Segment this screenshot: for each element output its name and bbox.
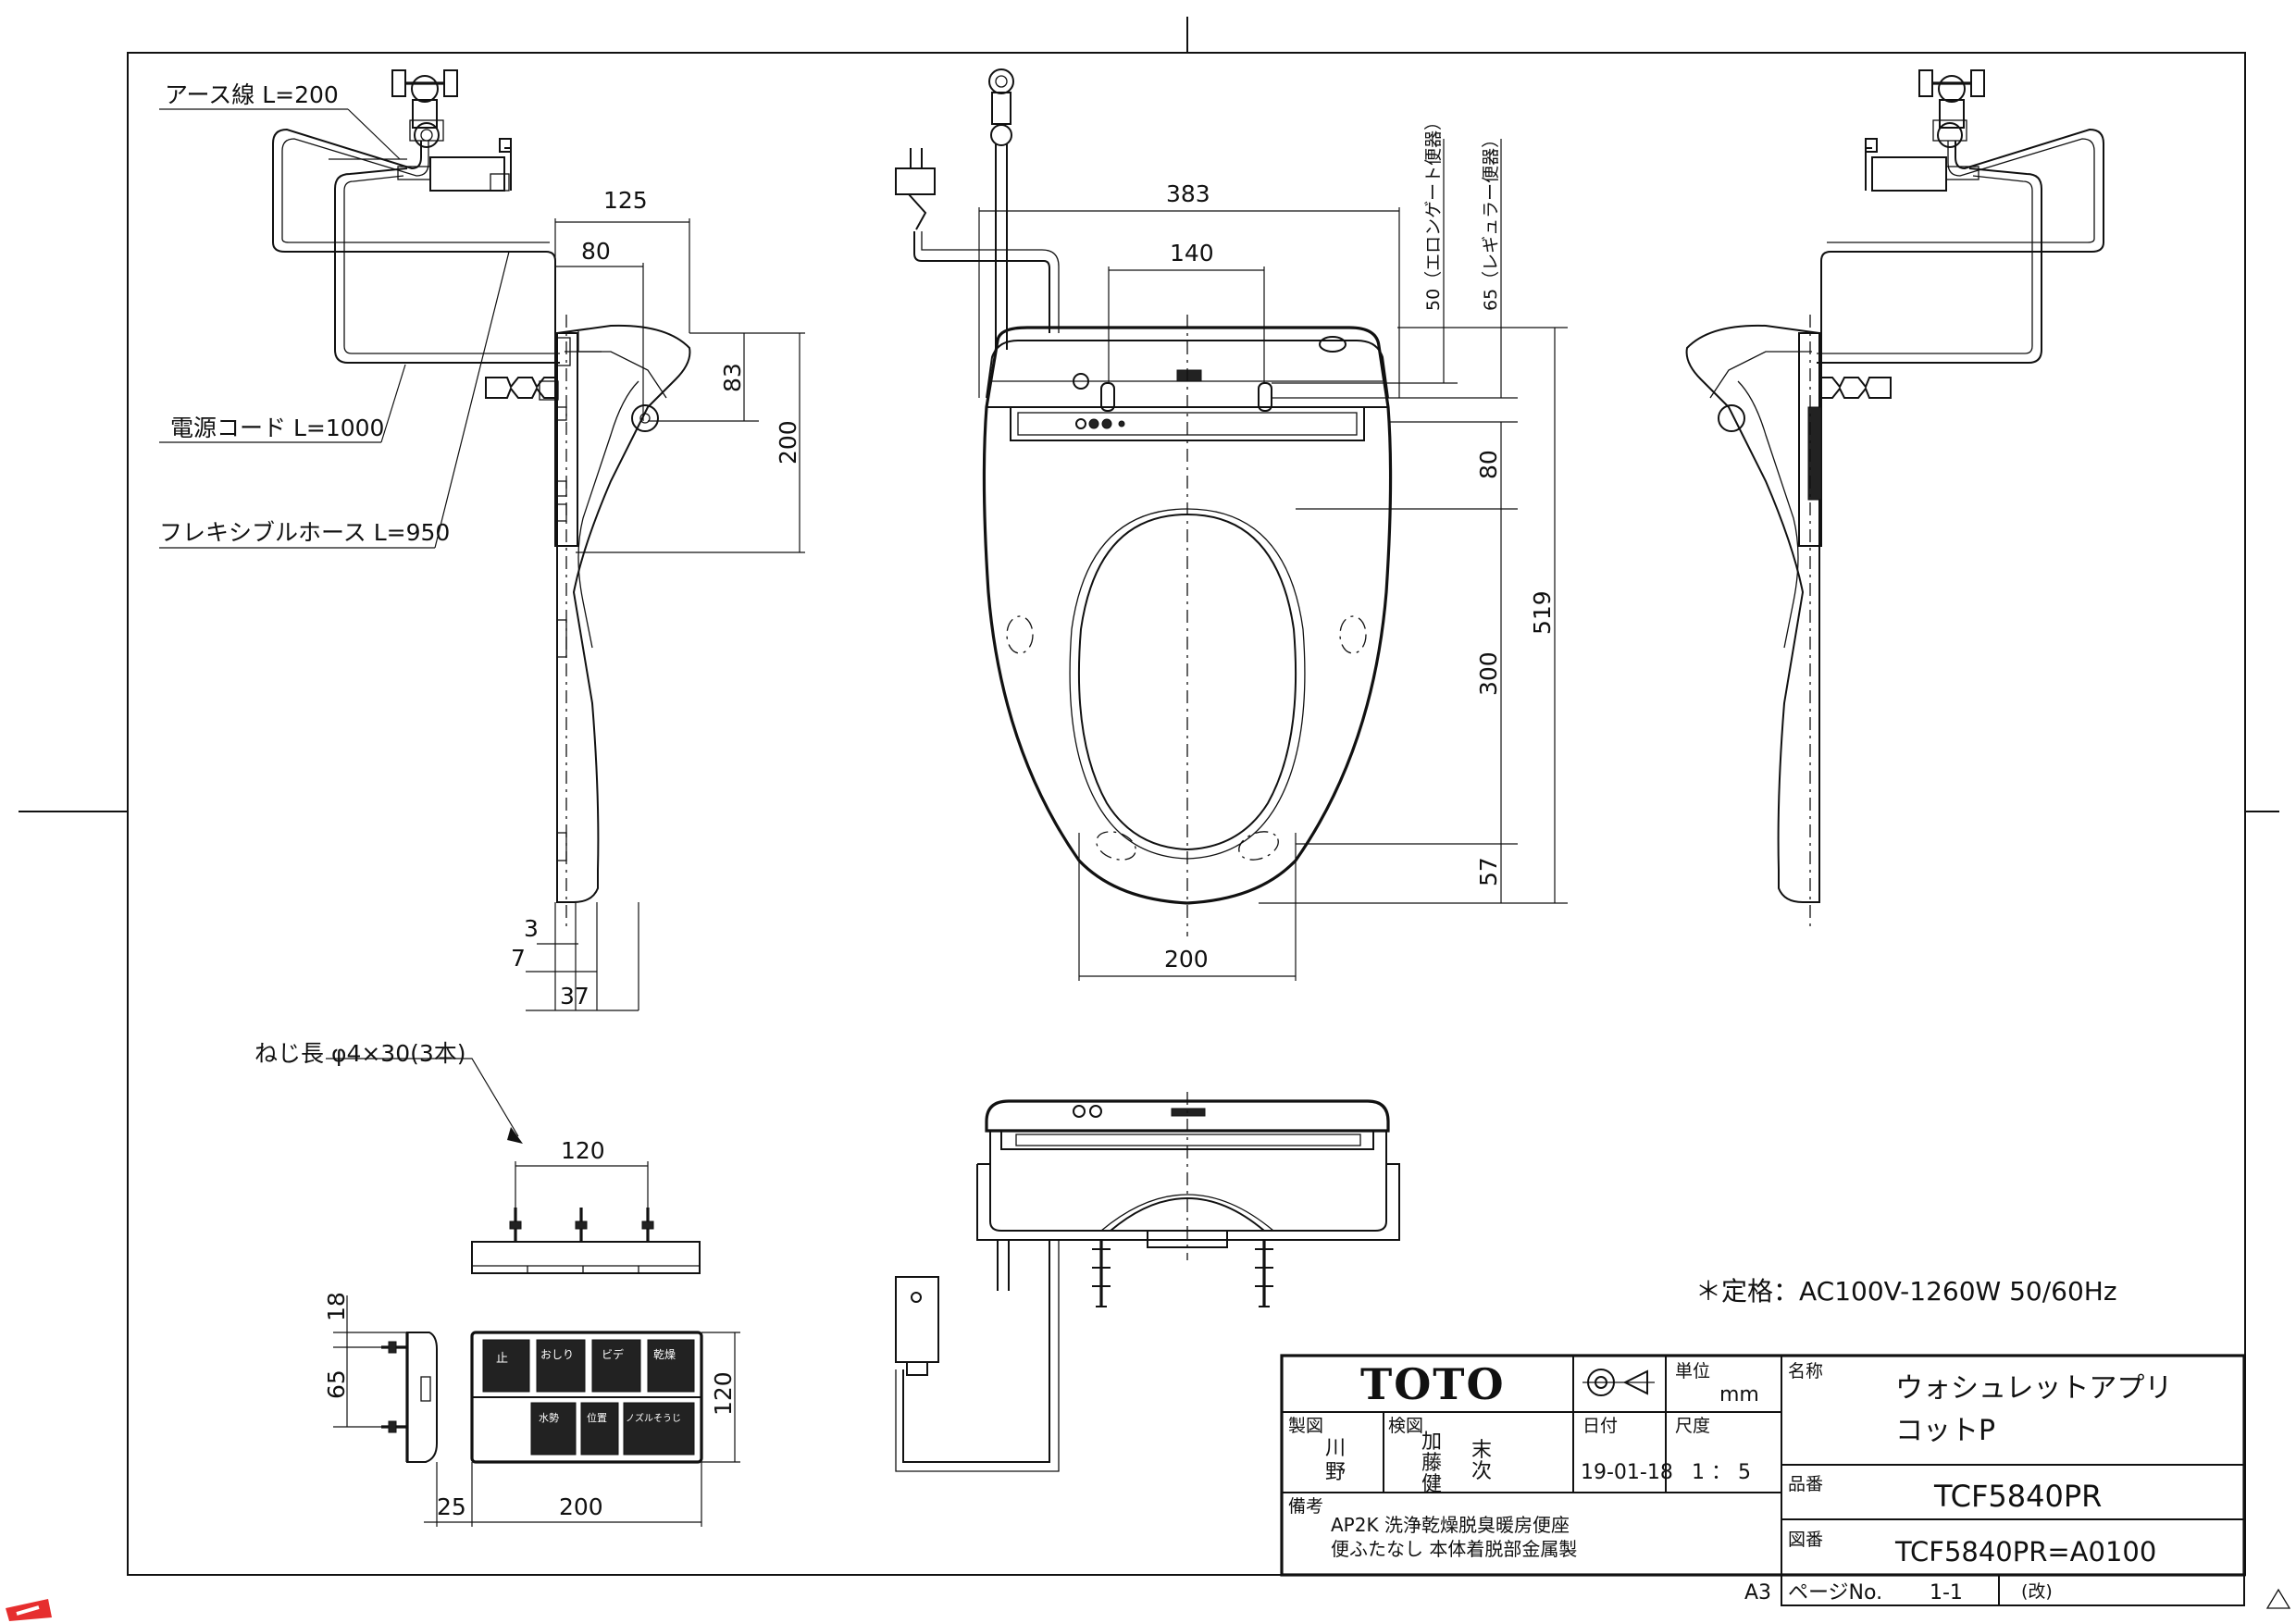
- screw-center: [575, 1208, 588, 1242]
- callout-screw: ねじ長 φ4×30(3本): [254, 1040, 466, 1067]
- scale-value: 1 ： 5: [1692, 1461, 1751, 1484]
- callout-regular: 65（レギュラー便器）: [1481, 130, 1501, 311]
- front-view-hose-right: [1255, 1240, 1273, 1307]
- callout-power-cord: 電源コード L=1000: [170, 415, 384, 441]
- date-value: 19-01-18: [1581, 1461, 1673, 1484]
- unit-label: 単位: [1675, 1361, 1710, 1381]
- drafted-by-2: 野: [1325, 1461, 1346, 1484]
- drawing-number: TCF5840PR=A0100: [1894, 1536, 2156, 1567]
- partno-label: 品番: [1788, 1474, 1823, 1494]
- part-number: TCF5840PR: [1933, 1479, 2102, 1514]
- callout-flexible-hose: フレキシブルホース L=950: [159, 519, 450, 546]
- dim-side-3: 3: [524, 915, 539, 942]
- checked-by-2: 末: [1471, 1439, 1492, 1462]
- checked-by-1: 加: [1421, 1431, 1442, 1454]
- checked-by-5: 健: [1421, 1473, 1442, 1496]
- screw-left: [509, 1208, 522, 1242]
- dim-side-80: 80: [581, 238, 611, 265]
- dim-remote-65: 65: [323, 1369, 350, 1399]
- product-name-line-1: ウォシュレットアプリ: [1895, 1372, 2172, 1405]
- name-label: 名称: [1788, 1361, 1823, 1381]
- checked-by-3: 藤: [1421, 1452, 1442, 1475]
- dim-side-200: 200: [775, 420, 801, 465]
- dim-top-383: 383: [1166, 180, 1210, 207]
- drafted-by-1: 川: [1325, 1437, 1346, 1460]
- top-view-dimensions: 383 140 50（エロンゲート便器） 65（レギュラー便器） 80 300 …: [978, 113, 1568, 981]
- callout-earth-wire: アース線 L=200: [165, 81, 339, 108]
- remarks-line-2: 便ふたなし 本体着脱部金属製: [1331, 1538, 1577, 1560]
- dim-side-37: 37: [560, 983, 590, 1010]
- projection-symbol-icon: [1582, 1369, 1655, 1396]
- remote-front-view: 止 おしり ビデ 乾燥 水勢 位置 ノズルそうじ 120 25 200: [424, 1331, 740, 1527]
- sheet-frame: [19, 17, 2291, 1609]
- brand-text: TOTO: [1360, 1359, 1506, 1409]
- remote-button-stop: 止: [496, 1352, 508, 1366]
- revision-label: (改): [2021, 1581, 2053, 1602]
- corner-logo: [6, 1599, 52, 1621]
- screw-right: [641, 1208, 654, 1242]
- front-view: [895, 1092, 1400, 1472]
- date-label: 日付: [1582, 1416, 1618, 1436]
- remarks-label: 備考: [1288, 1496, 1323, 1517]
- remote-button-position: 位置: [587, 1411, 607, 1424]
- rating-text: ＊定格：AC100V-1260W 50/60Hz: [1695, 1276, 2117, 1307]
- remote-bracket-view: ねじ長 φ4×30(3本) 120: [254, 1040, 701, 1274]
- brand-logo: TOTO: [1360, 1359, 1506, 1409]
- front-view-hose-left: [1092, 1240, 1111, 1307]
- remote-button-nozzle: ノズルそうじ: [626, 1412, 681, 1424]
- paper-size: A3: [1744, 1581, 1771, 1604]
- top-view: [895, 68, 1393, 936]
- remote-side-view: 18 65: [323, 1292, 438, 1463]
- dim-remote-25: 25: [437, 1493, 466, 1520]
- callout-elongated: 50（エロンゲート便器）: [1423, 113, 1444, 311]
- side-view-left: [272, 69, 691, 930]
- dim-remote-120h: 120: [710, 1371, 737, 1416]
- dim-top-519: 519: [1529, 590, 1556, 635]
- page-value: 1-1: [1930, 1581, 1963, 1604]
- drafted-label: 製図: [1288, 1416, 1323, 1436]
- dim-remote-18: 18: [323, 1292, 350, 1321]
- unit-value: mm: [1719, 1383, 1759, 1406]
- remote-button-water-pressure: 水勢: [539, 1411, 559, 1424]
- remarks-line-1: AP2K 洗浄乾燥脱臭暖房便座: [1331, 1514, 1570, 1536]
- product-name-line-2: コットP: [1895, 1415, 1995, 1447]
- checked-label: 検図: [1388, 1416, 1423, 1436]
- remote-button-rear: おしり: [540, 1348, 574, 1361]
- page-label: ページNo.: [1788, 1581, 1882, 1604]
- title-block: TOTO 単位 mm 製図 川 野 検図 加 末 藤 次 健 日付 19-01-…: [1280, 1354, 2246, 1606]
- dim-side-125: 125: [603, 187, 648, 214]
- callouts-left: アース線 L=200 電源コード L=1000 フレキシブルホース L=950: [159, 81, 510, 549]
- dim-top-57: 57: [1475, 857, 1502, 886]
- dim-side-83: 83: [719, 363, 746, 392]
- checked-by-4: 次: [1471, 1460, 1492, 1483]
- dim-side-7: 7: [511, 945, 526, 972]
- side-view-right: [1685, 69, 2104, 930]
- dim-top-80: 80: [1475, 450, 1502, 479]
- dim-top-200: 200: [1164, 946, 1209, 973]
- side-view-left-dimensions: 125 80 83 200 3 7 37: [511, 187, 805, 1011]
- dim-top-140: 140: [1170, 240, 1214, 266]
- remote-button-dry: 乾燥: [653, 1348, 676, 1361]
- drawno-label: 図番: [1788, 1530, 1823, 1550]
- remote-button-bidet: ビデ: [602, 1347, 624, 1361]
- dim-remote-120w: 120: [561, 1137, 605, 1164]
- dim-top-300: 300: [1475, 651, 1502, 696]
- dim-remote-200: 200: [559, 1493, 603, 1520]
- scale-label: 尺度: [1675, 1416, 1710, 1436]
